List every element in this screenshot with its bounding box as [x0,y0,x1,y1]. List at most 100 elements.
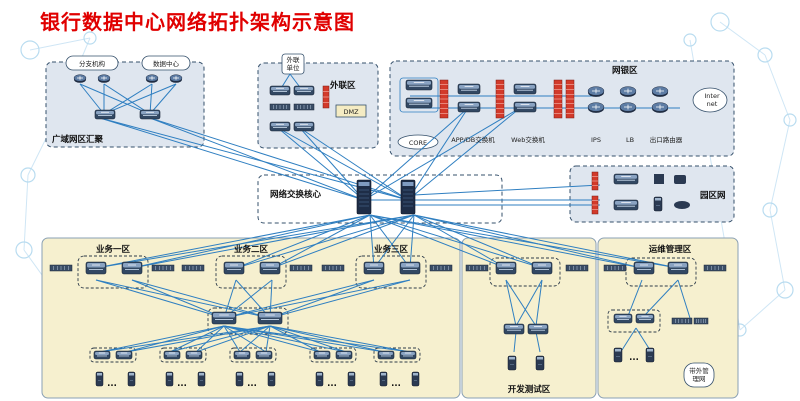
zone-switch-icon [495,261,517,275]
network-link [535,279,543,327]
access-switch-icon [255,350,273,360]
network-link [299,127,365,201]
network-link [95,279,225,319]
background-node-icon [710,12,730,32]
server-icon [411,371,420,387]
router-arrows [656,104,664,110]
zone-rack-icon [703,264,727,272]
server-icon [95,371,104,387]
network-link [627,279,643,317]
external-firewall-icon [322,85,330,109]
network-link [223,279,273,319]
network-link [169,325,225,353]
pc-icon [653,196,663,212]
link-layer [79,73,691,353]
background-line [23,174,29,251]
branch-label-box [65,55,119,71]
network-link [677,279,691,319]
network-link [223,279,375,319]
core-switch-icon [400,179,416,215]
network-link [95,214,371,269]
switch-top [379,352,393,356]
network-link [513,331,517,353]
zone-switch-icon [85,261,107,275]
oob-cloud [683,362,715,388]
ellipsis-label: ... [327,379,337,389]
network-link [369,214,543,269]
zone-rack-icon [465,264,489,272]
server-top [509,357,515,360]
network-link [271,214,371,269]
network-link [413,184,601,196]
network-link [103,83,153,115]
switch-top [96,111,114,115]
ips-icon [587,102,605,113]
core-switch-body [356,179,372,215]
switch-top [615,315,631,319]
zone-rack-icon [321,264,345,272]
web-switch-icon [513,83,537,95]
zone-switch-icon [259,261,281,275]
storage-icon [674,201,690,209]
campus-switch-icon [613,173,639,185]
devtest-switch-icon [527,323,549,335]
ebank-zone-label: 网银区 [612,65,638,76]
biz2-subzone [215,255,287,289]
external-unit-label: 单位 [287,63,301,72]
network-link [223,325,267,353]
switch-top [407,99,431,103]
zone-rack-icon [49,264,73,272]
core-switch-top [402,182,414,186]
ellipsis-label: ... [107,379,117,389]
zone-rack-icon [289,264,313,272]
devtest-switch-icon [503,323,525,335]
lb-icon [619,102,637,113]
background-line [719,21,766,56]
background-node-icon [683,33,697,47]
router-arrows [149,76,155,80]
oob-label: 理网 [693,375,706,383]
router-arrows [101,76,107,80]
network-link [269,325,347,353]
network-link [413,214,507,269]
aggregation-switch-icon [257,311,283,325]
access-switch-icon [233,350,251,360]
switch-top [459,103,479,107]
ops-zone [597,237,739,399]
ops-subzone [625,257,697,287]
wan-switch-icon [139,109,161,120]
access-subzone [373,347,421,363]
devtest-server-icon [535,355,545,371]
access-subzone [89,347,137,363]
router-arrows [592,104,600,110]
external-switch-icon [293,85,315,96]
external-switch-icon [269,121,291,132]
server-top [199,373,204,376]
ebank-firewall-icon [553,79,563,119]
branch-label: 分支机构 [79,59,106,68]
access-switch-icon [377,350,395,360]
access-switch-icon [115,350,133,360]
external-switch-icon [293,121,315,132]
core-switch-body [400,179,416,215]
network-link [99,325,225,353]
ips-label: IPS [591,136,601,144]
core-ellipse [397,134,439,150]
server-top [317,373,322,376]
server-top [97,373,102,376]
zone-layer [41,53,739,399]
ops-switch-icon [635,313,655,324]
network-link [265,325,271,353]
label-layer: ..................分支机构数据中心广域网区汇聚外联单位外联区D… [52,55,726,395]
switch-top [315,352,329,356]
dmz-box [335,104,367,118]
access-subzone [159,347,207,363]
core-switch-icon [356,179,372,215]
background-node-icon [757,47,773,63]
network-link [269,325,411,353]
external-zone-label: 外联区 [329,80,356,91]
app-db-label: APP/DB交换机 [451,135,495,144]
ebank-core-switch-icon [405,97,433,109]
switch-top [401,352,415,356]
